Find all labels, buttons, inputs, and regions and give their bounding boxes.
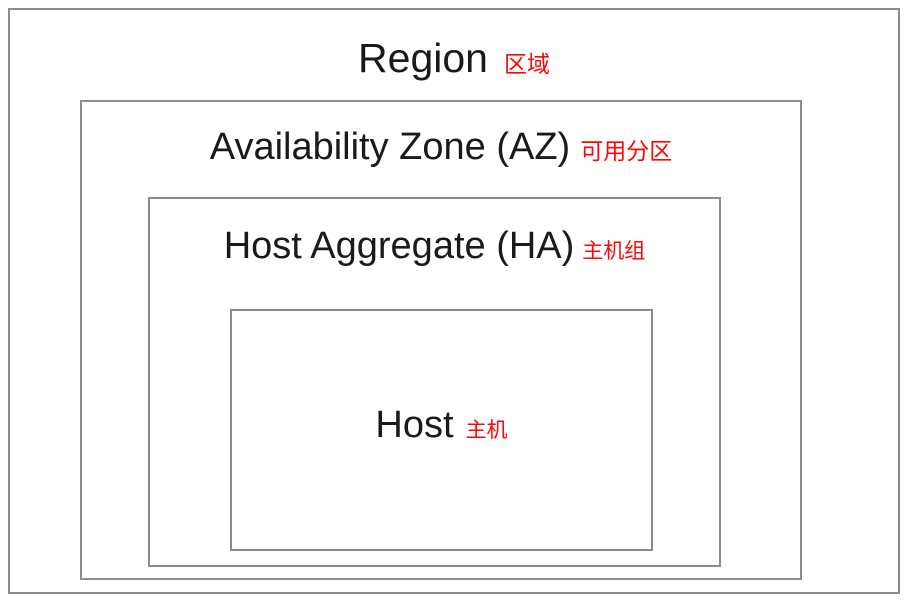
host-aggregate-label-zh: 主机组 <box>582 240 646 263</box>
availability-zone-box: Availability Zone (AZ) 可用分区 Host Aggrega… <box>80 100 802 580</box>
host-aggregate-label: Host Aggregate (HA) 主机组 <box>150 227 719 265</box>
region-box: Region 区域 Availability Zone (AZ) 可用分区 Ho… <box>8 8 900 594</box>
host-label: Host 主机 <box>232 406 651 444</box>
host-aggregate-box: Host Aggregate (HA) 主机组 Host 主机 <box>148 197 721 567</box>
host-aggregate-label-en: Host Aggregate (HA) <box>223 225 575 267</box>
availability-zone-label: Availability Zone (AZ) 可用分区 <box>82 128 800 166</box>
region-label: Region 区域 <box>10 38 898 79</box>
host-box: Host 主机 <box>230 309 653 551</box>
availability-zone-label-en: Availability Zone (AZ) <box>209 126 571 168</box>
host-label-zh: 主机 <box>465 419 508 442</box>
host-label-en: Host <box>375 404 454 446</box>
availability-zone-label-zh: 可用分区 <box>580 138 673 164</box>
region-label-zh: 区域 <box>503 51 550 77</box>
region-label-en: Region <box>358 35 488 81</box>
